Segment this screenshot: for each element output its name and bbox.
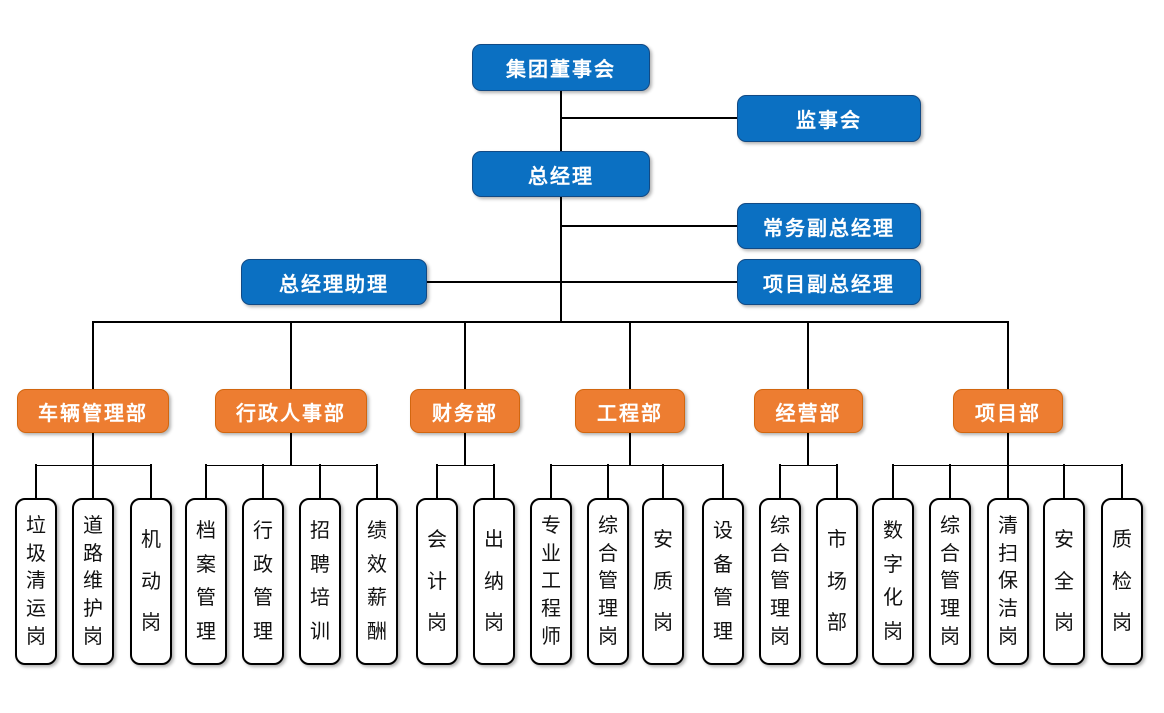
connector-dept-subbus	[290, 433, 292, 466]
connector-dept-subbus	[92, 433, 94, 466]
node-deputy-project-gm: 项目副总经理	[737, 259, 921, 305]
connector-assistant-deputy	[427, 281, 737, 283]
connector-drop-post	[376, 464, 378, 498]
connector-drop-post	[1121, 464, 1123, 498]
dept-project: 项目部	[953, 389, 1063, 433]
post-general-management-ops: 综合管理岗	[759, 498, 801, 665]
dept-engineering: 工程部	[575, 389, 685, 433]
post-mobile: 机动岗	[130, 498, 172, 665]
connector-drop-post	[493, 464, 495, 498]
connector-drop-post	[779, 464, 781, 498]
post-sweeping-cleaning: 清扫保洁岗	[987, 498, 1029, 665]
connector-drop-dept	[1007, 321, 1009, 389]
connector-drop-dept	[464, 321, 466, 389]
connector-drop-post	[436, 464, 438, 498]
connector-dept-subbus	[629, 433, 631, 466]
post-safety: 安全岗	[1043, 498, 1085, 665]
post-equipment-management: 设备管理	[702, 498, 744, 665]
post-general-management-eng: 综合管理岗	[587, 498, 629, 665]
post-professional-engineer: 专业工程师	[530, 498, 572, 665]
connector-drop-post	[550, 464, 552, 498]
post-safety-quality: 安质岗	[642, 498, 684, 665]
post-cashier: 出纳岗	[473, 498, 515, 665]
connector-drop-post	[262, 464, 264, 498]
connector-drop-dept	[807, 321, 809, 389]
connector-subbus	[437, 464, 494, 466]
connector-subbus	[36, 464, 151, 466]
post-performance-payroll: 绩效薪酬	[356, 498, 398, 665]
post-road-maintenance: 道路维护岗	[72, 498, 114, 665]
connector-subbus	[551, 464, 723, 466]
post-recruiting-training: 招聘培训	[299, 498, 341, 665]
post-garbage-clearing: 垃圾清运岗	[15, 498, 57, 665]
connector-supervisory	[561, 117, 737, 119]
post-digitalization: 数字化岗	[872, 498, 914, 665]
node-gm-assistant: 总经理助理	[241, 259, 427, 305]
dept-vehicle-management: 车辆管理部	[17, 389, 169, 433]
connector-drop-dept	[629, 321, 631, 389]
connector-trunk	[560, 91, 562, 322]
connector-drop-post	[1007, 464, 1009, 498]
connector-drop-post	[205, 464, 207, 498]
connector-main-bus	[93, 321, 1008, 323]
dept-hr-admin: 行政人事部	[215, 389, 367, 433]
connector-drop-post	[35, 464, 37, 498]
post-quality-inspection: 质检岗	[1101, 498, 1143, 665]
connector-drop-post	[319, 464, 321, 498]
dept-operations: 经营部	[754, 389, 863, 433]
connector-drop-post	[836, 464, 838, 498]
connector-drop-dept	[290, 321, 292, 389]
connector-drop-post	[1063, 464, 1065, 498]
post-accountant: 会计岗	[416, 498, 458, 665]
post-general-management-proj: 综合管理岗	[929, 498, 971, 665]
connector-dept-subbus	[1007, 433, 1009, 466]
node-board: 集团董事会	[472, 44, 650, 91]
post-archives-management: 档案管理	[185, 498, 227, 665]
connector-subbus	[206, 464, 377, 466]
connector-drop-post	[607, 464, 609, 498]
node-supervisory: 监事会	[737, 95, 921, 142]
connector-dept-subbus	[464, 433, 466, 466]
dept-finance: 财务部	[410, 389, 520, 433]
node-general-manager: 总经理	[472, 151, 650, 197]
connector-drop-post	[949, 464, 951, 498]
connector-drop-post	[892, 464, 894, 498]
connector-subbus	[780, 464, 837, 466]
connector-drop-post	[150, 464, 152, 498]
connector-drop-dept	[92, 321, 94, 389]
node-deputy-exec-gm: 常务副总经理	[737, 203, 921, 249]
connector-drop-post	[722, 464, 724, 498]
connector-drop-post	[92, 464, 94, 498]
post-market: 市场部	[816, 498, 858, 665]
connector-drop-post	[662, 464, 664, 498]
post-admin-management: 行政管理	[242, 498, 284, 665]
connector-deputy-exec	[561, 225, 737, 227]
connector-dept-subbus	[807, 433, 809, 466]
